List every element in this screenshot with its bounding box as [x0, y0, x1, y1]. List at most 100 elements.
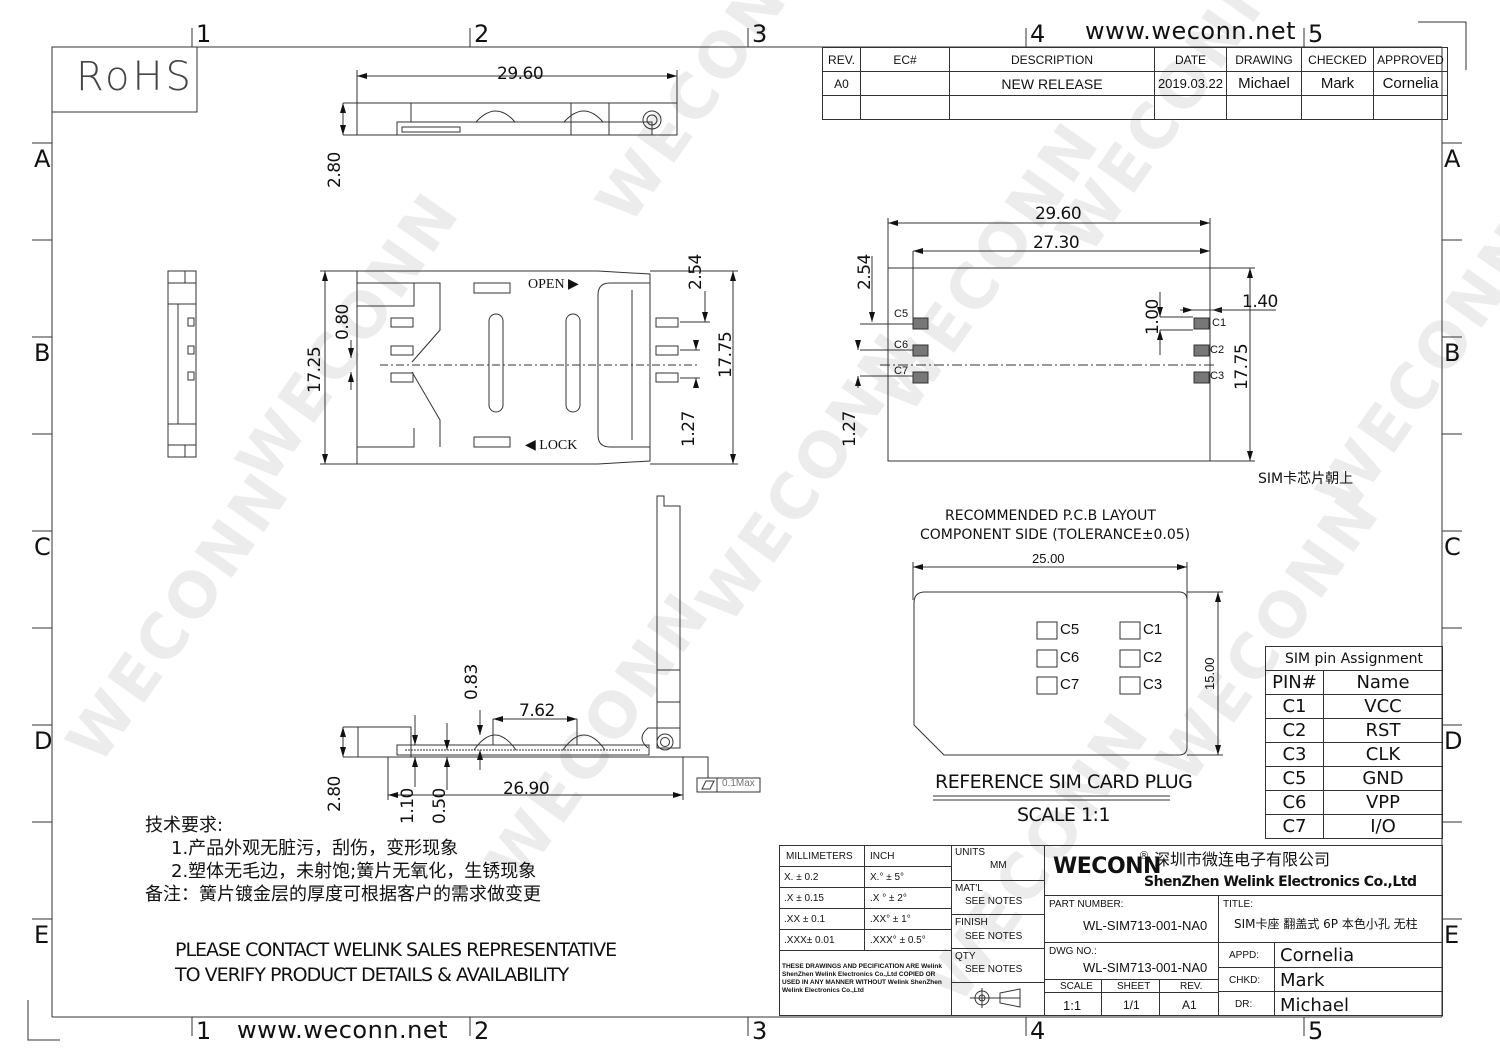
- units-label: UNITS: [955, 847, 985, 858]
- chip-side-up-note: SIM卡芯片朝上: [1258, 471, 1354, 487]
- zone-row-c-right: C: [1444, 533, 1461, 561]
- sim-plug-caption: REFERENCE SIM CARD PLUG: [935, 771, 1193, 793]
- dim-plan-top-offset: 2.54: [686, 254, 706, 290]
- ec-cell: [860, 71, 950, 96]
- dim-top-width: 29.60: [497, 64, 544, 84]
- chkd-label: CHKD:: [1229, 975, 1261, 986]
- dim-pad-span: 27.30: [1033, 233, 1080, 253]
- zone-col-2: 2: [474, 20, 490, 48]
- tol-mm: .X ± 0.15: [784, 893, 824, 904]
- units-value: MM: [990, 860, 1007, 871]
- approved-cell: Cornelia: [1373, 71, 1448, 96]
- contact-notice-line1: PLEASE CONTACT WELINK SALES REPRESENTATI…: [175, 939, 617, 961]
- pin-table-title: SIM pin Assignment: [1265, 646, 1443, 671]
- approved-cell: [1373, 95, 1448, 120]
- qty-label: QTY: [955, 951, 976, 962]
- notes-heading: 技术要求:: [145, 815, 224, 836]
- dim-pad-edge-offset: 1.40: [1242, 292, 1278, 312]
- dim-bump-pitch: 7.62: [519, 701, 555, 721]
- part-number-label: PART NUMBER:: [1049, 899, 1124, 910]
- pad-label-c5: C5: [894, 308, 909, 320]
- pin-name: VPP: [1323, 790, 1443, 815]
- dr-value: Michael: [1280, 995, 1349, 1016]
- dim-plan-body-height: 17.75: [716, 331, 736, 378]
- pin-id: C6: [1265, 790, 1324, 815]
- appd-value: Cornelia: [1280, 945, 1355, 966]
- contact-c1: C1: [1143, 621, 1163, 638]
- note-item: 1.产品外观无脏污，刮伤，变形现象: [171, 838, 459, 859]
- contact-c3: C3: [1143, 676, 1163, 693]
- website-top: www.weconn.net: [1085, 17, 1297, 45]
- zone-col-3-bottom: 3: [752, 1017, 768, 1045]
- date-header: DATE: [1154, 47, 1227, 72]
- company-name-en: ShenZhen Welink Electronics Co.,Ltd: [1144, 874, 1417, 890]
- finish-value: SEE NOTES: [965, 931, 1023, 942]
- pin-header: PIN#: [1265, 670, 1324, 695]
- rohs-mark: RoHS: [76, 54, 194, 100]
- pad-label-c6: C6: [894, 339, 909, 351]
- zone-col-1-bottom: 1: [196, 1017, 212, 1045]
- pin-id: C3: [1265, 742, 1324, 767]
- pin-id: C5: [1265, 766, 1324, 791]
- dim-pad-height: 17.75: [1232, 343, 1252, 390]
- pin-id: C7: [1265, 814, 1324, 839]
- zone-col-5-bottom: 5: [1308, 1017, 1324, 1045]
- title-label: TITLE:: [1223, 899, 1254, 910]
- qty-value: SEE NOTES: [965, 964, 1023, 975]
- dim-top-height: 2.80: [325, 152, 345, 188]
- revision-row: A0 NEW RELEASE 2019.03.22 Michael Mark C…: [822, 71, 1448, 96]
- tol-inch: .XXX° ± 0.5°: [870, 935, 926, 946]
- ec-cell: [860, 95, 950, 120]
- website-bottom: www.weconn.net: [237, 1016, 449, 1044]
- zone-col-2-bottom: 2: [474, 1017, 490, 1045]
- zone-col-5: 5: [1308, 20, 1324, 48]
- tol-header-mm: MILLIMETERS: [786, 851, 853, 862]
- notes-remark: 备注：簧片镀金层的厚度可根据客户的需求做变更: [145, 884, 541, 905]
- checked-cell: Mark: [1301, 71, 1374, 96]
- revision-row: [822, 95, 1448, 120]
- dim-plug-width: 25.00: [1032, 551, 1065, 566]
- zone-col-1: 1: [196, 20, 212, 48]
- contact-notice-line2: TO VERIFY PRODUCT DETAILS & AVAILABILITY: [175, 964, 569, 986]
- note-item: 2.塑体无毛边，未射饱;簧片无氧化，生锈现象: [171, 861, 537, 882]
- pin-id: C2: [1265, 718, 1324, 743]
- dim-plug-height: 15.00: [1202, 657, 1217, 690]
- description-cell: [949, 95, 1155, 120]
- revision-table: REV. EC# DESCRIPTION DATE DRAWING CHECKE…: [822, 47, 1448, 120]
- approved-header: APPROVED: [1373, 47, 1448, 72]
- checked-cell: [1301, 95, 1374, 120]
- pin-name: CLK: [1323, 742, 1443, 767]
- registered-mark: ®: [1140, 850, 1149, 862]
- contact-c6: C6: [1060, 649, 1080, 666]
- sheet-label: SHEET: [1117, 981, 1151, 992]
- drawing-cell: [1226, 95, 1302, 120]
- zone-row-a-right: A: [1444, 145, 1461, 173]
- dim-pad-top-offset: 2.54: [855, 254, 875, 290]
- dim-pad-size: 1.00: [1143, 299, 1163, 335]
- pad-label-c1: C1: [1212, 317, 1227, 329]
- zone-row-d: D: [34, 727, 53, 755]
- drawing-header: DRAWING: [1226, 47, 1302, 72]
- open-label: OPEN ▶: [528, 277, 579, 292]
- contact-c7: C7: [1060, 676, 1080, 693]
- dim-bump-height: 0.83: [462, 664, 482, 700]
- pin-id: C1: [1265, 694, 1324, 719]
- tol-mm: .XXX± 0.01: [784, 935, 835, 946]
- zone-row-e: E: [34, 921, 50, 949]
- dim-open-height: 2.80: [325, 776, 345, 812]
- dr-label: DR:: [1235, 999, 1253, 1010]
- pin-name: VCC: [1323, 694, 1443, 719]
- dim-plan-pitch: 0.80: [333, 304, 353, 340]
- material-value: SEE NOTES: [965, 896, 1023, 907]
- dwg-no-label: DWG NO.:: [1049, 946, 1097, 957]
- company-name-cn: 深圳市微连电子有限公司: [1154, 850, 1331, 869]
- zone-col-4: 4: [1030, 20, 1046, 48]
- technical-notes: 技术要求: 1.产品外观无脏污，刮伤，变形现象 2.塑体无毛边，未射饱;簧片无氧…: [145, 814, 541, 906]
- scale-value: 1:1: [1063, 998, 1082, 1013]
- date-cell: 2019.03.22: [1154, 71, 1227, 96]
- name-header: Name: [1323, 670, 1443, 695]
